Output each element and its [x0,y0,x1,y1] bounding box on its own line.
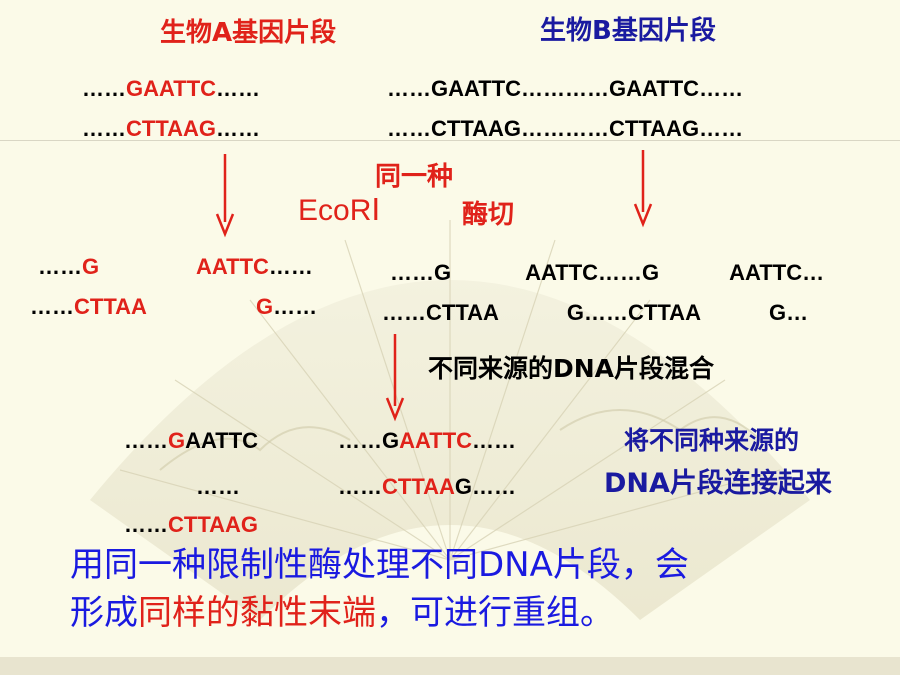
base: AATTC [399,428,473,453]
dots: …… [390,260,434,285]
base: G [382,428,400,453]
site: GAATTC [126,76,217,101]
base: AATTC [729,260,803,285]
base: CTTAA [628,300,701,325]
base: G [168,428,186,453]
join-label-line1: 将不同种来源的 [624,426,800,455]
join-label-line2: DNA片段连接起来 [604,468,832,499]
dots: … [802,260,825,285]
joined-left-bottom: ……CTTAAG [124,514,258,536]
dots: …… [584,300,629,325]
base: G [768,300,787,325]
dots: …… [216,76,261,101]
dots: …… [338,474,382,499]
dots: …… [273,294,318,319]
site: CTTAAG [126,116,217,141]
cut-a-bottom-left: ……CTTAA [30,296,147,318]
site: CTTAAG [609,116,700,141]
dots: …… [598,260,643,285]
enzyme-cut-label: 酶切 [462,200,515,230]
dots: …… [216,116,261,141]
base: CTTAAG [168,512,259,537]
site: GAATTC [431,76,522,101]
base: G [256,294,274,319]
joined-left-top: ……GAATTC [124,430,258,452]
dots: ………… [521,116,610,141]
site: GAATTC [609,76,700,101]
dots: …… [30,294,74,319]
dots: …… [82,76,126,101]
dots: ………… [521,76,610,101]
dots: …… [699,116,744,141]
seq-b-bottom: ……CTTAAG…………CTTAAG…… [387,118,743,140]
cut-a-bottom-right: G…… [256,296,317,318]
site: CTTAAG [431,116,522,141]
conclusion-highlight: 同样的黏性末端 [138,593,376,633]
joined-left-middle: …… [196,474,240,499]
mix-label: 不同来源的DNA片段混合 [428,354,715,383]
header-rule [0,140,900,141]
dots: …… [387,116,431,141]
enzyme-name-text: EcoR [298,194,372,227]
enzyme-label-same: 同一种 [375,162,454,192]
dots: …… [387,76,431,101]
base: CTTAA [74,294,147,319]
dots: … [786,300,809,325]
base: G [642,260,660,285]
dots: …… [338,428,382,453]
base: G [566,300,585,325]
dots: …… [382,300,426,325]
base: CTTAA [382,474,455,499]
footer-bar [0,657,900,675]
base: AATTC [196,254,269,279]
down-arrow-icon [633,150,653,228]
down-arrow-icon [215,154,235,238]
conclusion-text: ，可进行重组。 [376,593,614,633]
base: G [454,474,473,499]
seq-b-top: ……GAATTC…………GAATTC…… [387,78,743,100]
base: AATTC [525,260,599,285]
seq-a-top: ……GAATTC…… [82,78,260,100]
dots: …… [124,512,168,537]
base: AATTC [185,428,259,453]
cut-a-top-left: ……G [38,256,99,278]
conclusion-text: 形成 [70,593,138,633]
base: G [434,260,452,285]
dots: …… [38,254,82,279]
dots: …… [699,76,744,101]
organism-a-title: 生物A基因片段 [160,18,337,48]
dots: …… [124,428,168,453]
dots: …… [268,254,313,279]
conclusion-line1: 用同一种限制性酶处理不同DNA片段，会 [70,545,689,585]
dots: …… [472,428,517,453]
down-arrow-icon [385,334,405,422]
joined-right-top: ……GAATTC…… [338,430,516,452]
joined-right-bottom: ……CTTAAG…… [338,476,516,498]
dots: …… [472,474,517,499]
base: CTTAA [426,300,499,325]
dots: …… [82,116,126,141]
enzyme-numeral: Ⅰ [371,194,381,227]
organism-b-title: 生物B基因片段 [540,16,716,46]
enzyme-name: EcoRⅠ [298,196,380,226]
base: G [82,254,100,279]
conclusion-line2: 形成同样的黏性末端，可进行重组。 [70,596,614,630]
cut-a-top-right: AATTC…… [196,256,313,278]
seq-a-bottom: ……CTTAAG…… [82,118,260,140]
